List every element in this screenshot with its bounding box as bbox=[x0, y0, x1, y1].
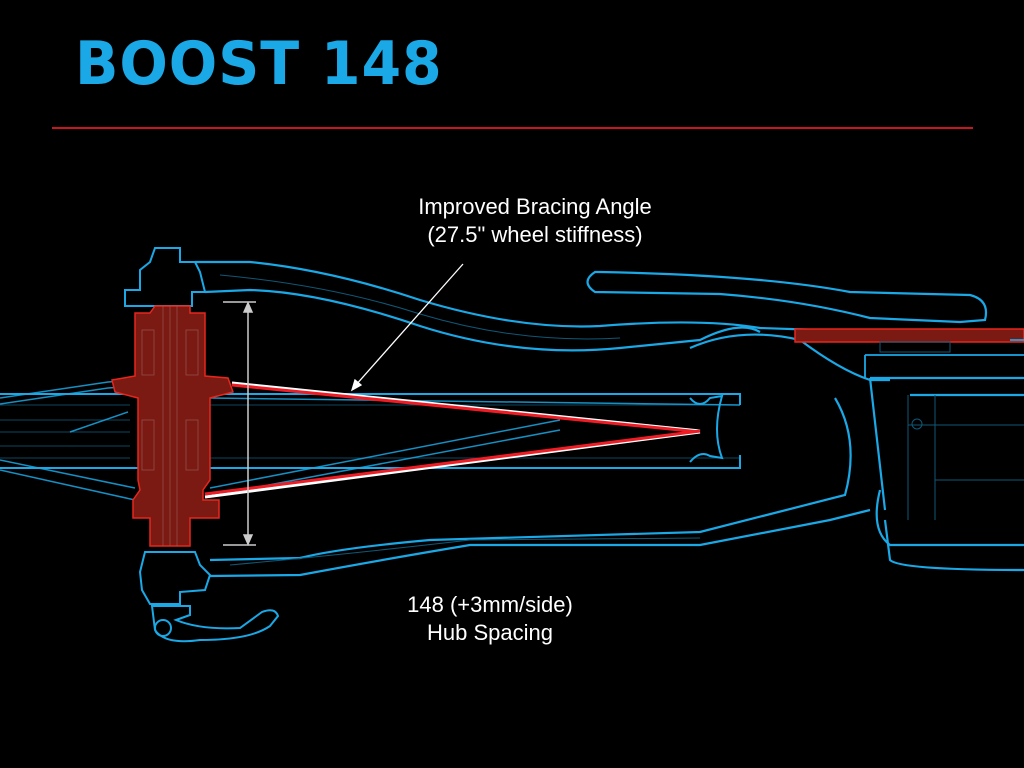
rim-profile bbox=[0, 393, 741, 469]
title-divider bbox=[52, 127, 973, 129]
bracing-line2: (27.5" wheel stiffness) bbox=[427, 222, 643, 247]
bracing-spokes bbox=[204, 381, 701, 499]
rear-hub bbox=[111, 305, 234, 547]
annotation-pointer bbox=[350, 263, 464, 392]
bracing-line1: Improved Bracing Angle bbox=[418, 194, 652, 219]
dimension-arrow bbox=[223, 301, 256, 546]
bracing-annotation: Improved Bracing Angle (27.5" wheel stif… bbox=[380, 193, 690, 249]
spacing-line1: 148 (+3mm/side) bbox=[407, 592, 573, 617]
hub-internal-lines bbox=[141, 306, 199, 546]
page-title: BOOST 148 bbox=[75, 29, 443, 99]
spacing-line2: Hub Spacing bbox=[427, 620, 553, 645]
spacing-annotation: 148 (+3mm/side) Hub Spacing bbox=[355, 591, 625, 647]
dropout-bottom bbox=[138, 551, 280, 643]
wheel-rim-lines bbox=[0, 404, 740, 459]
brake-rotor bbox=[794, 328, 1024, 378]
frame-detail-lines bbox=[219, 274, 1024, 566]
frame-outline bbox=[195, 260, 1024, 578]
dropout-top bbox=[124, 247, 207, 307]
